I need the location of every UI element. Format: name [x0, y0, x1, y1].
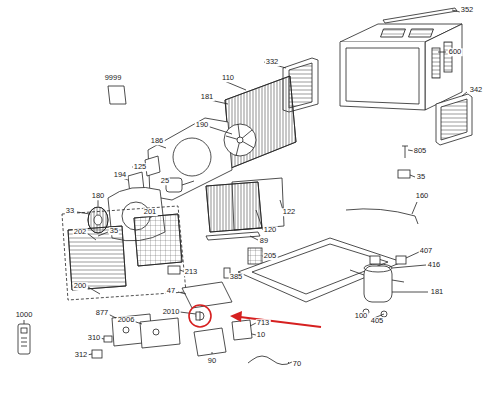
callout-number: 352 [460, 6, 475, 14]
callout-number: 89 [259, 237, 269, 245]
callout-number: 180 [91, 192, 106, 200]
callout-number: 342 [469, 86, 484, 94]
callout-number: 877 [95, 309, 110, 317]
callout-number: 125 [133, 163, 148, 171]
callout-number: 2006 [117, 316, 136, 324]
callout-number: 713 [256, 319, 271, 327]
callout-number: 25 [160, 177, 170, 185]
callout-number: 194 [113, 171, 128, 179]
callout-number: 201 [143, 208, 158, 216]
callout-number: 385 [229, 273, 244, 281]
callout-number: 33 [65, 207, 75, 215]
callout-number: 186 [150, 137, 165, 145]
callout-number: 181 [430, 288, 445, 296]
callout-number: 310 [87, 334, 102, 342]
callout-number: 2010 [162, 308, 181, 316]
callout-number: 35 [109, 227, 119, 235]
callout-number: 9999 [104, 74, 123, 82]
callout-number: 205 [263, 252, 278, 260]
callout-number: 100 [354, 312, 369, 320]
callout-number: 600 [448, 48, 463, 56]
callout-number: 122 [282, 208, 297, 216]
callout-number: 332 [265, 58, 280, 66]
callout-number: 120 [263, 226, 278, 234]
callout-number: 90 [207, 357, 217, 365]
callout-number: 181 [200, 93, 215, 101]
callout-number: 35 [416, 173, 426, 181]
callout-number: 1000 [15, 311, 34, 319]
callout-number: 190 [195, 121, 210, 129]
callout-number: 405 [370, 317, 385, 325]
callout-number: 160 [415, 192, 430, 200]
callout-number: 805 [413, 147, 428, 155]
callout-number: 10 [256, 331, 266, 339]
callout-number: 213 [184, 268, 199, 276]
callout-number: 70 [292, 360, 302, 368]
callout-number: 416 [427, 261, 442, 269]
callout-number: 407 [419, 247, 434, 255]
callout-number: 312 [74, 351, 89, 359]
callout-number: 110 [221, 74, 235, 82]
callout-number: 202 [73, 228, 88, 236]
callout-number: 47 [166, 287, 176, 295]
callout-number: 200 [73, 282, 88, 290]
